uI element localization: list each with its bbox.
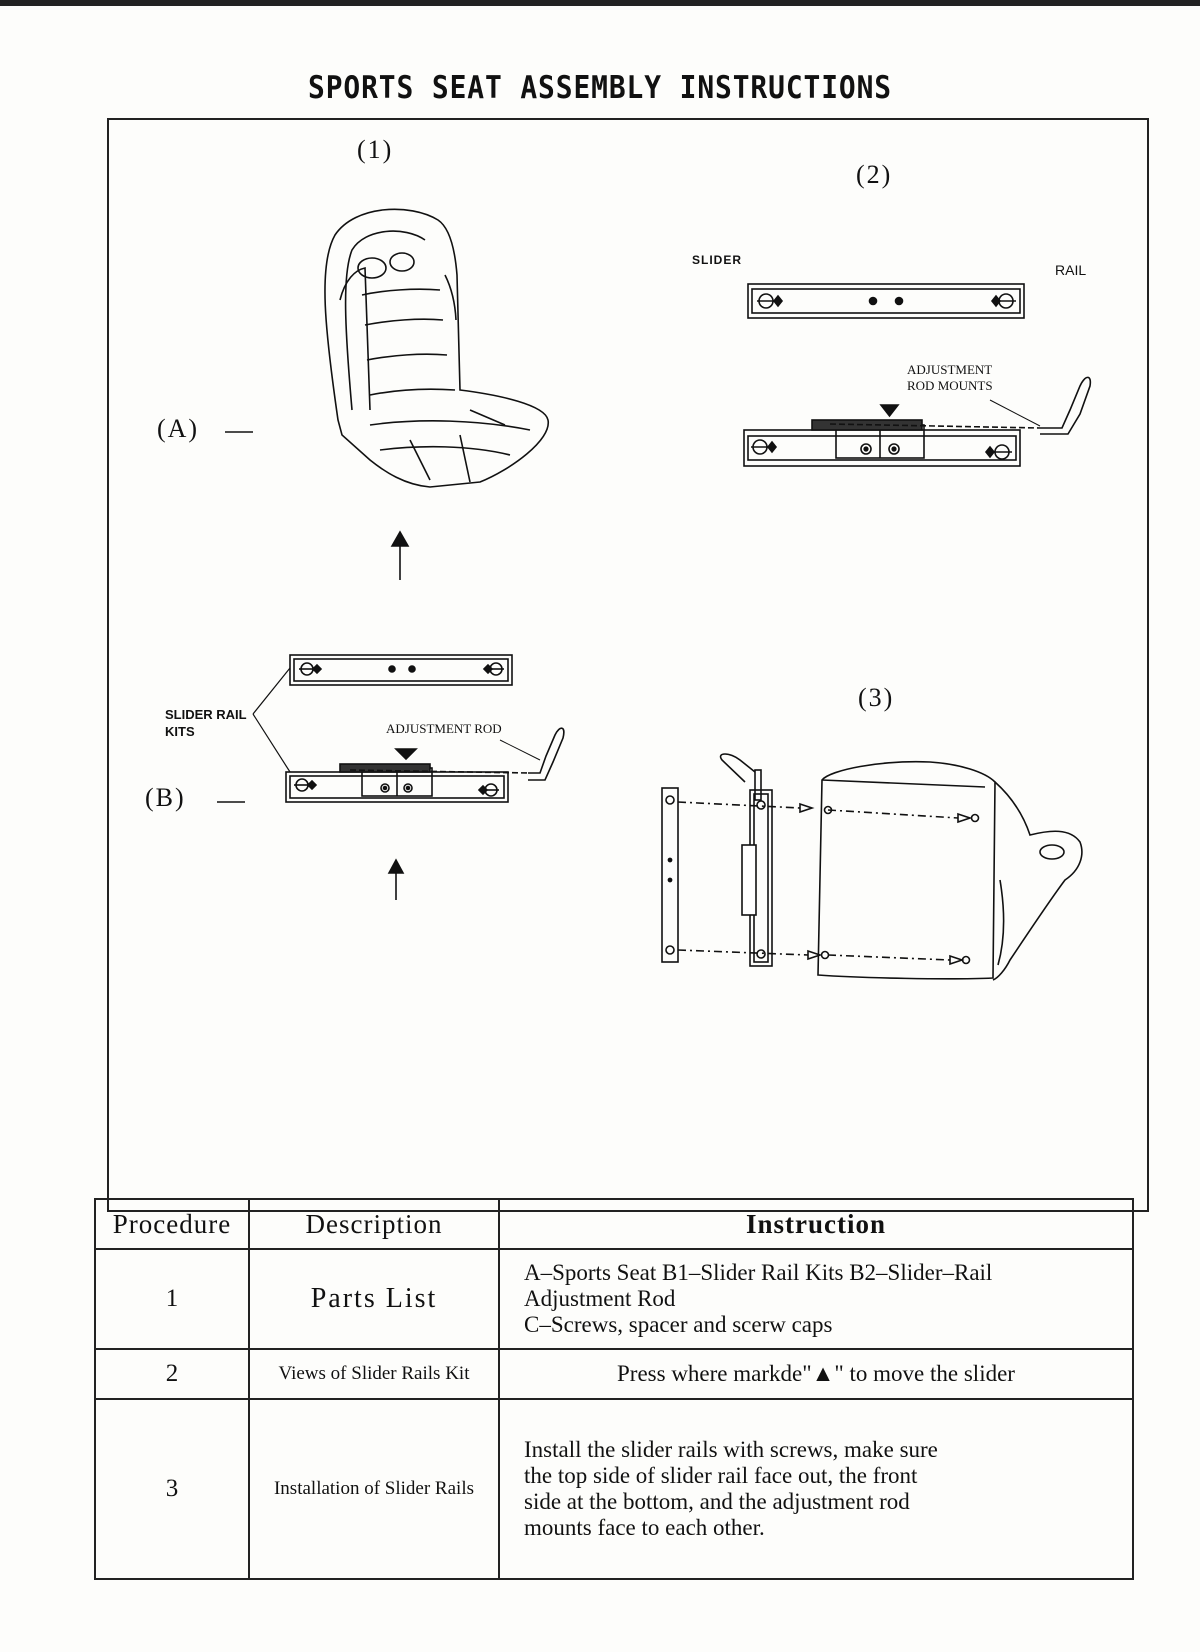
row-description: Parts List [248,1248,500,1350]
top-edge-line [0,0,1200,6]
row-instruction: Press where markde"▲" to move the slider [498,1348,1134,1400]
part-a-label: (A) [157,414,200,443]
figure-3-label: (3) [858,683,895,712]
row-number: 1 [94,1248,250,1350]
row-instruction: A–Sports Seat B1–Slider Rail Kits B2–Sli… [498,1248,1134,1350]
table-header-row: Procedure Description Instruction [94,1198,1134,1250]
procedure-table: Procedure Description Instruction 1 Part… [94,1198,1134,1580]
adjustment-rod-callout: ADJUSTMENT ROD [386,721,502,736]
table-row: 1 Parts List A–Sports Seat B1–Slider Rai… [94,1248,1134,1350]
figure-1-label: (1) [357,135,394,164]
table-row: 3 Installation of Slider Rails Install t… [94,1398,1134,1580]
figure-2-label: (2) [856,160,893,189]
page-title: SPORTS SEAT ASSEMBLY INSTRUCTIONS [307,70,893,106]
table-row: 2 Views of Slider Rails Kit Press where … [94,1348,1134,1400]
row-instruction: Install the slider rails with screws, ma… [498,1398,1134,1580]
row-description: Views of Slider Rails Kit [248,1348,500,1400]
row-number: 2 [94,1348,250,1400]
rail-callout: RAIL [1055,262,1087,278]
row-description: Installation of Slider Rails [248,1398,500,1580]
row-number: 3 [94,1398,250,1580]
sports-seat-illustration [324,208,549,488]
adjustment-rod-mounts-callout: ADJUSTMENT ROD MOUNTS [907,362,993,393]
slider-rail-kits-callout: SLIDER RAIL KITS [165,707,247,739]
header-description: Description [248,1198,500,1250]
header-procedure: Procedure [94,1198,250,1250]
header-instruction: Instruction [498,1198,1134,1250]
slider-callout: SLIDER [692,253,743,267]
part-b-label: (B) [145,783,186,812]
